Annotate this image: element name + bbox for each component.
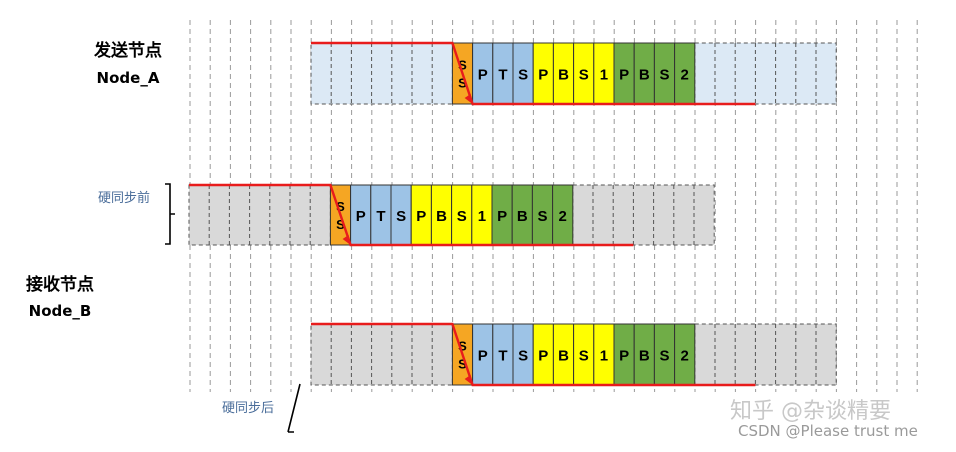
node-b-after-pts-letter: S — [518, 348, 528, 365]
node-a-pts-letter: P — [478, 67, 488, 84]
node-b-after-pbs2-letter: B — [639, 348, 650, 365]
node-b-after-pbs1-letter: 1 — [600, 348, 608, 365]
node-a-idle-after — [694, 42, 837, 105]
node-b-after-pbs2-letter: 2 — [681, 348, 689, 365]
node-b-after-pbs2-letter: P — [619, 348, 629, 365]
node-a-pbs1-letter: S — [579, 67, 589, 84]
node-b-before-ss-letter: S — [336, 217, 345, 232]
node-b-after-pbs1-letter: P — [538, 348, 548, 365]
node-a-pbs2-letter: S — [659, 67, 669, 84]
node-b-before-pbs2-letter: P — [497, 208, 507, 225]
node-a-pbs2-letter: 2 — [681, 67, 689, 84]
node-b-before-pbs2-letter: B — [517, 208, 528, 225]
node-b-before-pbs1-letter: S — [457, 208, 467, 225]
node-a-pbs2-letter: P — [619, 67, 629, 84]
node-a-subtitle: Node_A — [96, 69, 160, 87]
node-a-ss-letter: S — [458, 58, 467, 73]
node-b-before-ss-letter: S — [336, 199, 345, 214]
node-b-before-pbs1-letter: B — [436, 208, 447, 225]
after-sync-label: 硬同步后 — [221, 401, 274, 416]
node-b-after-signal-arrowhead — [464, 375, 473, 385]
node-b-before-pbs2-letter: S — [537, 208, 547, 225]
node-b-before-pbs1-letter: 1 — [478, 208, 486, 225]
before-sync-bracket — [165, 183, 175, 245]
node-b-after-pbs2-letter: S — [659, 348, 669, 365]
node-b-after-pbs1-letter: S — [579, 348, 589, 365]
node-b-before-idle-after — [572, 184, 715, 246]
node-b-before-signal-line — [189, 183, 634, 247]
node-a-pbs1-letter: 1 — [600, 67, 608, 84]
node-b-title: 接收节点 — [26, 275, 94, 295]
node-b-after-pbs1-letter: B — [558, 348, 569, 365]
node-a-pbs2-letter: B — [639, 67, 650, 84]
node-a-title: 发送节点 — [94, 41, 162, 61]
after-sync-bracket — [287, 383, 301, 433]
node-b-subtitle: Node_B — [28, 302, 92, 320]
node-a-ss-letter: S — [458, 76, 467, 91]
node-b-after-signal-line — [311, 322, 756, 387]
node-a-pts-letter: T — [498, 67, 507, 84]
node-b-after-idle-before — [310, 323, 453, 386]
node-a-pbs1-letter: P — [538, 67, 548, 84]
csdn-watermark: CSDN @Please trust me — [738, 422, 918, 440]
zhihu-watermark: 知乎 @杂谈精要 — [730, 399, 891, 424]
node-a-pts-letter: S — [518, 67, 528, 84]
node-b-before-pbs1-letter: P — [416, 208, 426, 225]
node-b-after-idle-after — [694, 323, 837, 386]
node-a-signal-line — [311, 41, 756, 106]
node-b-before-idle-before — [188, 184, 331, 246]
node-b-before-signal-arrowhead — [342, 235, 351, 245]
node-a-pbs1-letter: B — [558, 67, 569, 84]
node-a-signal-arrowhead — [464, 94, 473, 104]
node-b-after-pts-letter: T — [498, 348, 507, 365]
node-b-before-pts-letter: T — [376, 208, 385, 225]
node-b-before-pbs2-letter: 2 — [559, 208, 567, 225]
before-sync-label: 硬同步前 — [97, 191, 150, 206]
node-b-after-ss-letter: S — [458, 357, 467, 372]
node-b-after-ss-letter: S — [458, 339, 467, 354]
node-b-before-pts-letter: P — [356, 208, 366, 225]
node-b-before-pts-letter: S — [396, 208, 406, 225]
node-b-after-pts-letter: P — [478, 348, 488, 365]
node-a-idle-before — [310, 42, 453, 105]
